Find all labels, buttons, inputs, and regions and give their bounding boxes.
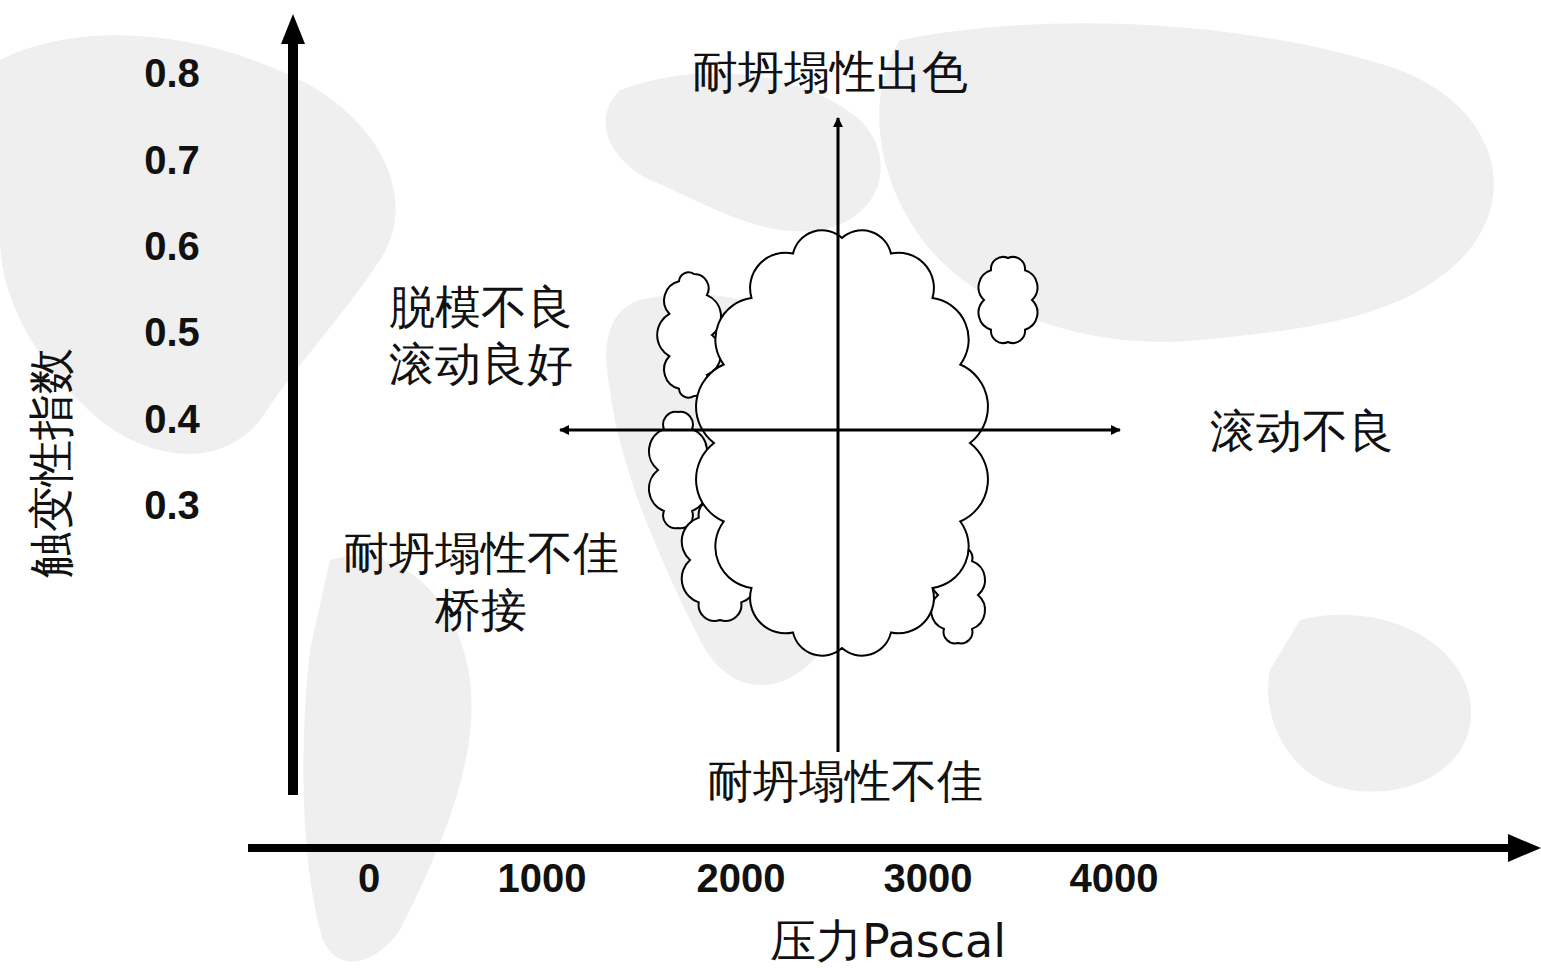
tick-label: 0.7 xyxy=(144,135,200,185)
tick-label: 0.3 xyxy=(144,480,200,530)
tick-label: 0.5 xyxy=(144,307,200,357)
axis-title: 触变性指数 xyxy=(23,348,81,578)
tick-label: 0.8 xyxy=(144,48,200,98)
tick-label: 2000 xyxy=(697,853,786,903)
region-note: 脱模不良 滚动良好 xyxy=(380,279,582,394)
region-note: 耐坍塌性不佳 桥接 xyxy=(334,525,628,640)
cloud-body xyxy=(696,230,988,655)
collapse-axis xyxy=(837,118,840,752)
region-note: 滚动不良 xyxy=(1210,403,1394,461)
axis-title: 压力Pascal xyxy=(770,913,1006,971)
y-axis xyxy=(288,40,298,795)
tick-label: 0.4 xyxy=(144,394,200,444)
tick-label: 3000 xyxy=(884,853,973,903)
tick-label: 4000 xyxy=(1070,853,1159,903)
region-note: 耐坍塌性出色 xyxy=(692,44,968,102)
tick-label: 0 xyxy=(358,853,380,903)
x-axis xyxy=(248,844,1512,852)
tick-label: 1000 xyxy=(498,853,587,903)
tick-label: 0.6 xyxy=(144,221,200,271)
cloud-puff xyxy=(979,257,1038,343)
region-note: 耐坍塌性不佳 xyxy=(707,753,983,811)
roll-axis xyxy=(560,429,1120,432)
